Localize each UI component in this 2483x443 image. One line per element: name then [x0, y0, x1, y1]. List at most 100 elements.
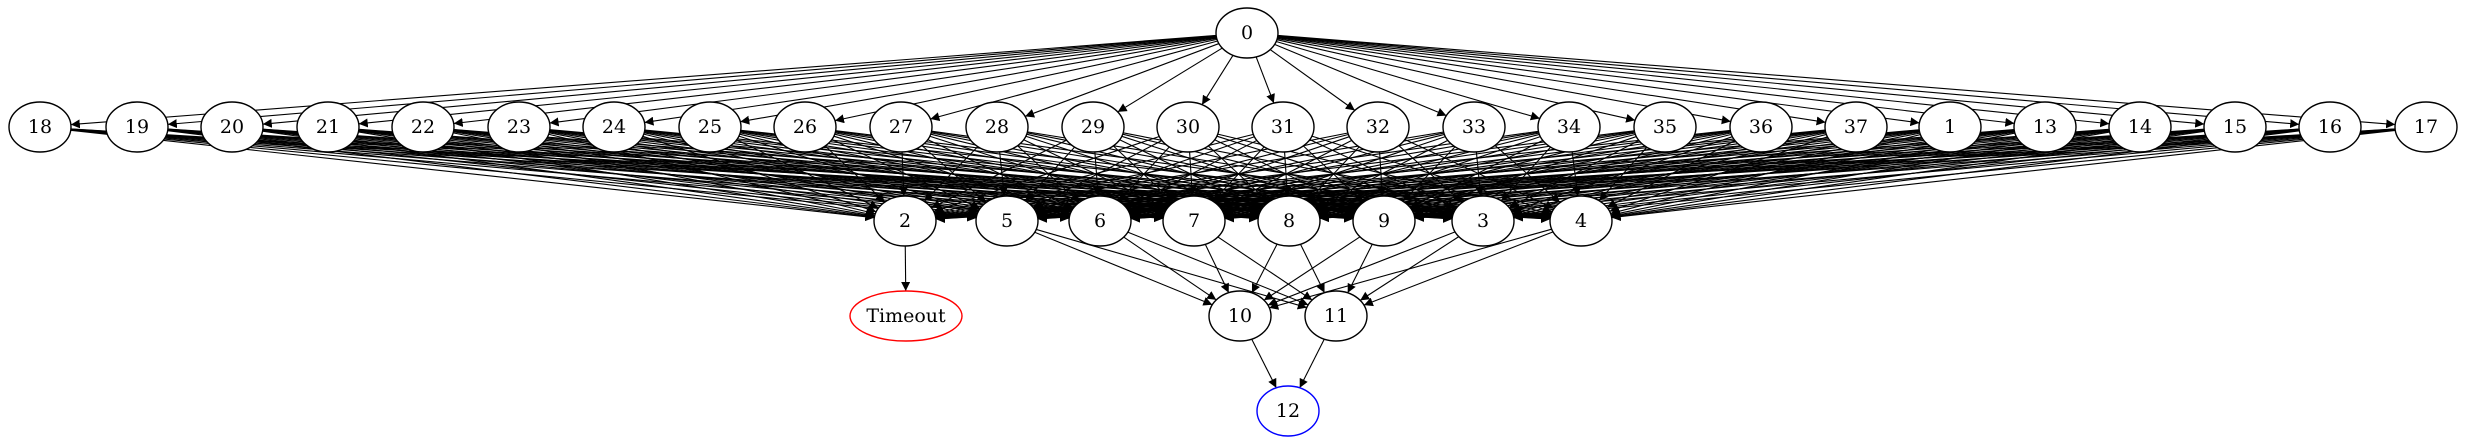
node-10[interactable]: 10 [1208, 290, 1272, 342]
edge-0-to-17 [1277, 34, 2396, 129]
node-34[interactable]: 34 [1537, 101, 1601, 153]
node-label: 33 [1462, 116, 1486, 138]
edge-8-to-10 [1251, 243, 1278, 294]
node-25[interactable]: 25 [678, 101, 742, 153]
node-17[interactable]: 17 [2394, 101, 2458, 153]
node-shape [2108, 101, 2172, 153]
node-16[interactable]: 16 [2298, 101, 2362, 153]
node-shape [487, 101, 551, 153]
edge-26-to-2 [824, 145, 886, 203]
edge-line [935, 128, 2300, 223]
node-timeout[interactable]: Timeout [849, 290, 963, 342]
node-label: 23 [507, 116, 531, 138]
node-shape [773, 101, 837, 153]
node-label: 20 [220, 116, 244, 138]
edge-0-to-28 [1024, 43, 1220, 118]
node-label: 11 [1324, 305, 1348, 327]
edge-7-to-10 [1204, 244, 1230, 293]
node-label: 2 [899, 210, 911, 232]
edge-9-to-10 [1263, 236, 1361, 301]
edge-3-to-10 [1267, 231, 1456, 307]
node-label: 6 [1094, 210, 1106, 232]
node-label: 5 [1001, 210, 1013, 232]
node-24[interactable]: 24 [582, 101, 646, 153]
node-27[interactable]: 27 [869, 101, 933, 153]
node-6[interactable]: 6 [1068, 195, 1132, 247]
edge-17-to-7 [1224, 128, 2396, 223]
node-shape [678, 101, 742, 153]
node-18[interactable]: 18 [8, 101, 72, 153]
node-label: 14 [2128, 116, 2152, 138]
node-13[interactable]: 13 [2013, 101, 2077, 153]
node-21[interactable]: 21 [296, 101, 360, 153]
node-30[interactable]: 30 [1156, 101, 1220, 153]
node-36[interactable]: 36 [1729, 101, 1793, 153]
edge-26-to-5 [831, 138, 981, 210]
edge-29-to-2 [931, 139, 1067, 209]
edge-0-to-29 [1117, 47, 1223, 113]
node-33[interactable]: 33 [1442, 101, 1506, 153]
node-shape [1537, 101, 1601, 153]
node-5[interactable]: 5 [975, 195, 1039, 247]
node-12[interactable]: 12 [1256, 385, 1320, 437]
node-22[interactable]: 22 [391, 101, 455, 153]
node-shape [1251, 101, 1315, 153]
node-31[interactable]: 31 [1251, 101, 1315, 153]
node-label: 19 [125, 116, 149, 138]
edge-25-to-5 [738, 135, 979, 214]
node-label: 34 [1557, 116, 1581, 138]
edge-4-to-10 [1269, 228, 1552, 310]
edge-line [1269, 228, 1552, 310]
node-28[interactable]: 28 [965, 101, 1029, 153]
edge-line [1201, 55, 1234, 105]
node-0[interactable]: 0 [1215, 7, 1279, 59]
edge-28-to-6 [1017, 145, 1080, 203]
node-35[interactable]: 35 [1633, 101, 1697, 153]
node-shape [1304, 290, 1368, 342]
edge-line [1263, 236, 1361, 301]
node-3[interactable]: 3 [1451, 195, 1515, 247]
edge-16-to-2 [935, 128, 2300, 223]
node-shape [1633, 101, 1697, 153]
edge-line [1024, 43, 1220, 118]
node-23[interactable]: 23 [487, 101, 551, 153]
edge-line [1277, 37, 1826, 126]
node-label: Timeout [866, 305, 946, 327]
edge-0-to-18 [70, 34, 1217, 129]
edge-line [736, 139, 879, 209]
node-2[interactable]: 2 [873, 195, 937, 247]
node-shape [1451, 195, 1515, 247]
node-8[interactable]: 8 [1257, 195, 1321, 247]
node-4[interactable]: 4 [1549, 195, 1613, 247]
node-label: 3 [1477, 210, 1489, 232]
node-14[interactable]: 14 [2108, 101, 2172, 153]
edge-20-to-2 [262, 130, 875, 220]
edge-0-to-30 [1201, 55, 1234, 105]
node-shape [975, 195, 1039, 247]
node-37[interactable]: 37 [1824, 101, 1888, 153]
edge-25-to-2 [736, 139, 879, 209]
node-label: 31 [1271, 116, 1295, 138]
edge-line [935, 128, 2110, 223]
edge-line [453, 35, 1217, 127]
node-11[interactable]: 11 [1304, 290, 1368, 342]
node-20[interactable]: 20 [200, 101, 264, 153]
node-9[interactable]: 9 [1352, 195, 1416, 247]
edge-11-to-12 [1299, 338, 1325, 389]
edge-line [1611, 129, 2396, 222]
node-1[interactable]: 1 [1918, 101, 1982, 153]
edge-10-to-12 [1251, 338, 1277, 389]
node-shape [200, 101, 264, 153]
node-label: 7 [1188, 210, 1200, 232]
edge-0-to-23 [549, 36, 1217, 127]
node-label: 21 [316, 116, 340, 138]
node-7[interactable]: 7 [1162, 195, 1226, 247]
edge-line [921, 145, 987, 203]
node-32[interactable]: 32 [1346, 101, 1410, 153]
node-19[interactable]: 19 [105, 101, 169, 153]
node-26[interactable]: 26 [773, 101, 837, 153]
node-29[interactable]: 29 [1061, 101, 1125, 153]
edge-0-to-24 [644, 36, 1217, 126]
node-15[interactable]: 15 [2203, 101, 2267, 153]
node-label: 1 [1944, 116, 1956, 138]
